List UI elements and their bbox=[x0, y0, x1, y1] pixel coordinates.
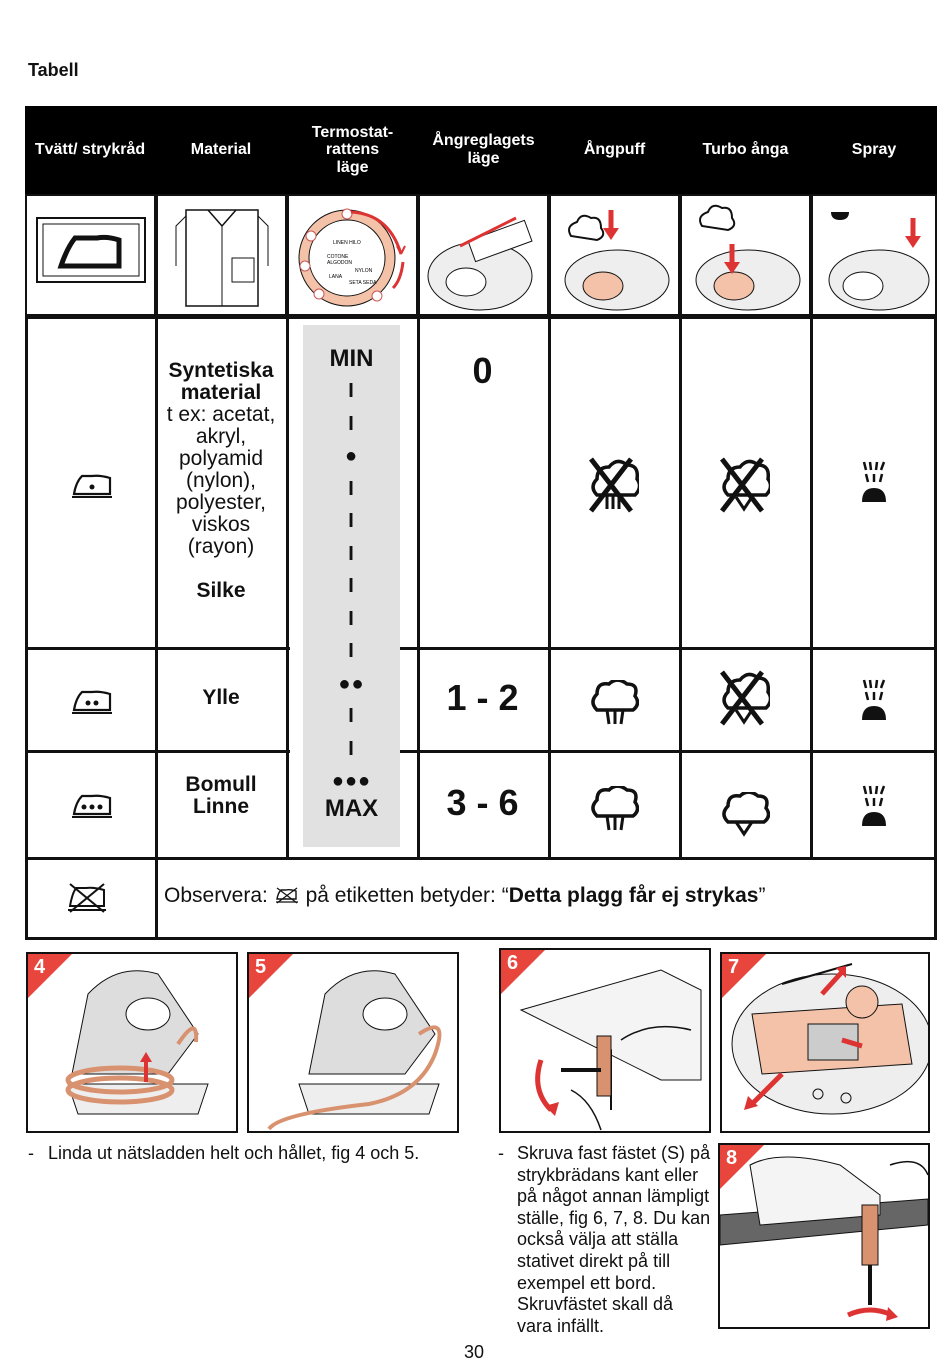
instruction-right: Skruva fast fästet (S) på strykbrädans k… bbox=[517, 1143, 711, 1336]
figure-5: 5 bbox=[247, 952, 459, 1133]
steam-puff-illus-icon bbox=[564, 210, 670, 311]
figure-7-number: 7 bbox=[728, 956, 740, 978]
row2-material: Ylle bbox=[202, 686, 240, 709]
instruction-left: Linda ut nätsladden helt och hållet, fig… bbox=[48, 1143, 420, 1163]
scale-mark: ●● bbox=[338, 672, 365, 695]
bracket-on-board-illus bbox=[720, 1156, 928, 1321]
figure-6: 6 bbox=[499, 948, 711, 1133]
figure-4: 4 bbox=[26, 952, 238, 1133]
thermostat-dial-icon: LINEN HILO COTONE ALGODON NYLON LANA SET… bbox=[298, 208, 406, 307]
row3-steam-puff-icon bbox=[591, 786, 639, 831]
row3-material: Bomull Linne bbox=[185, 773, 257, 819]
dash-right: - bbox=[498, 1143, 504, 1163]
header-steam-setting: Ångreglagets läge bbox=[432, 132, 535, 167]
figure-7: 7 bbox=[720, 952, 930, 1133]
row2-steam-setting: 1 - 2 bbox=[446, 677, 519, 718]
dial-label-nylon: NYLON bbox=[355, 268, 373, 274]
illus-steam-puff bbox=[549, 194, 680, 316]
observe-note: Observera: på etiketten betyder: “Detta … bbox=[164, 884, 766, 907]
figure-5-number: 5 bbox=[255, 956, 267, 978]
scale-mark: I bbox=[348, 705, 355, 727]
scale-mark: I bbox=[348, 640, 355, 662]
scale-mark: I bbox=[348, 510, 355, 532]
bracket-screw-illus bbox=[519, 969, 702, 1131]
header-care: Tvätt/ strykråd bbox=[34, 141, 146, 159]
scale-mark: ● bbox=[344, 445, 359, 467]
illus-steam-slider bbox=[418, 194, 549, 316]
iron-cord-unwound-illus bbox=[267, 970, 442, 1131]
header-thermostat: Termostat- rattens läge bbox=[311, 123, 394, 176]
scale-mark: I bbox=[348, 412, 355, 435]
illus-care-label bbox=[25, 194, 156, 316]
scale-min: MIN bbox=[329, 345, 374, 372]
row2-spray-icon bbox=[862, 679, 886, 720]
header-spray: Spray bbox=[851, 141, 897, 159]
scale-max: MAX bbox=[324, 795, 379, 822]
page-number: 30 bbox=[464, 1342, 485, 1362]
row3-turbo-icon bbox=[722, 792, 770, 837]
base-underside-illus bbox=[731, 963, 928, 1115]
row1-spray-icon bbox=[862, 461, 886, 502]
row2-turbo-not-allowed-icon bbox=[720, 670, 770, 726]
dial-label-linen: LINEN HILO bbox=[333, 240, 361, 246]
dial-label-lana: LANA bbox=[329, 274, 343, 280]
dash-left: - bbox=[28, 1143, 34, 1163]
dial-label-seta: SETA SEDA bbox=[349, 280, 377, 286]
row3-spray-icon bbox=[862, 785, 886, 826]
row1-steam-setting: 0 bbox=[472, 350, 493, 391]
dial-label-cotone: COTONE bbox=[327, 254, 349, 260]
header-turbo: Turbo ånga bbox=[702, 141, 789, 159]
iron-on-base-illus bbox=[65, 970, 209, 1115]
figure-4-number: 4 bbox=[34, 956, 46, 978]
figure-8: 8 bbox=[718, 1143, 930, 1329]
table-header: Tvätt/ strykråd Material Termostat- ratt… bbox=[25, 106, 937, 194]
row2-steam-puff-icon bbox=[591, 680, 639, 725]
scale-mark: I bbox=[348, 380, 355, 402]
care-label-iron-icon bbox=[36, 217, 146, 283]
scale-mark: I bbox=[348, 542, 355, 565]
row1-steam-puff-not-allowed-icon bbox=[589, 457, 639, 513]
row1-material: Syntetiska material t ex: acetat, akryl,… bbox=[166, 359, 276, 603]
scale-mark: I bbox=[348, 575, 355, 597]
no-ironing-icon bbox=[68, 883, 106, 913]
dial-label-algodon: ALGODON bbox=[327, 260, 352, 266]
header-steam-puff: Ångpuff bbox=[583, 141, 646, 159]
scale-mark: I bbox=[348, 737, 355, 760]
illus-shirt bbox=[156, 194, 287, 316]
iron-three-dots-icon bbox=[72, 794, 112, 818]
iron-two-dots-icon bbox=[72, 690, 112, 714]
row3-steam-setting: 3 - 6 bbox=[446, 782, 519, 823]
row1-turbo-not-allowed-icon bbox=[720, 457, 770, 513]
header-material: Material bbox=[190, 141, 252, 159]
no-ironing-inline-icon bbox=[275, 887, 298, 904]
page-title: Tabell bbox=[28, 60, 79, 80]
illus-spray bbox=[811, 194, 937, 316]
iron-one-dot-icon bbox=[72, 474, 112, 498]
table-body bbox=[25, 316, 937, 940]
spray-illus-icon bbox=[828, 212, 930, 311]
shirt-icon bbox=[175, 209, 269, 307]
figure-6-number: 6 bbox=[507, 952, 519, 974]
figure-8-number: 8 bbox=[726, 1147, 738, 1169]
steam-slider-icon bbox=[427, 216, 533, 311]
illus-thermostat-dial: LINEN HILO COTONE ALGODON NYLON LANA SET… bbox=[287, 194, 418, 316]
scale-mark: I bbox=[348, 607, 355, 630]
illus-turbo bbox=[680, 194, 811, 316]
scale-mark: I bbox=[348, 477, 355, 500]
scale-mark: ●●● bbox=[331, 770, 372, 792]
turbo-illus-icon bbox=[695, 204, 801, 311]
